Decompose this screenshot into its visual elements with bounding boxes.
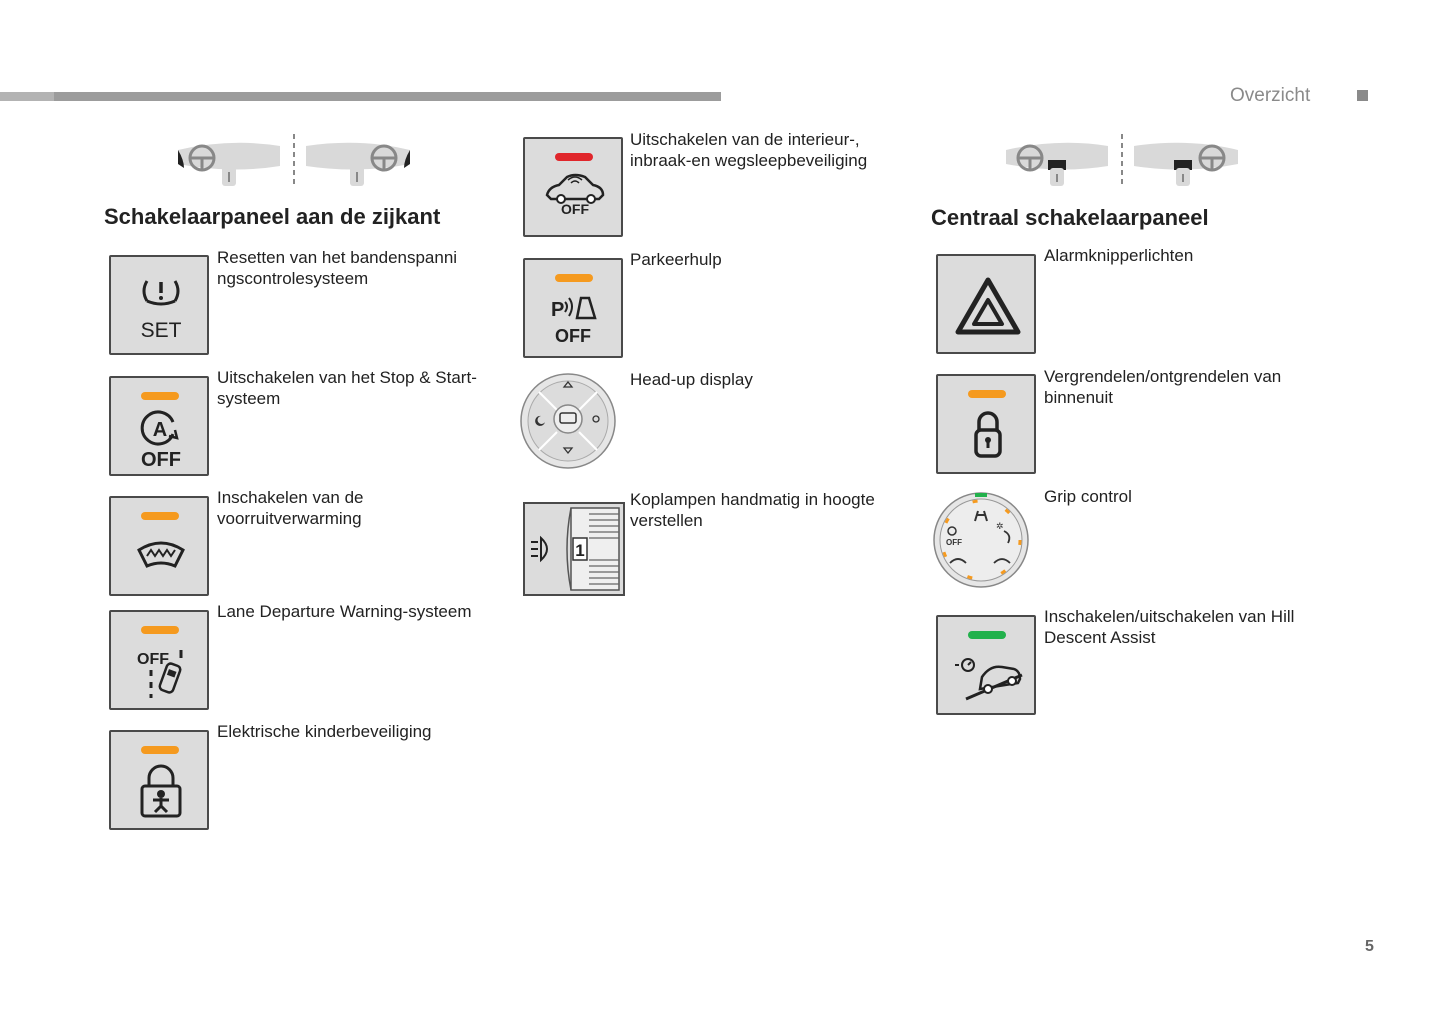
indicator-light xyxy=(555,274,593,282)
lane-departure-off-icon: OFF xyxy=(137,650,183,698)
indicator-light xyxy=(141,626,179,634)
central-lock-icon xyxy=(974,411,1002,458)
right-panel-title: Centraal schakelaarpaneel xyxy=(931,205,1209,230)
indicator-light xyxy=(141,512,179,520)
svg-text:✲: ✲ xyxy=(996,521,1004,531)
park-assist-button[interactable]: P OFF xyxy=(523,258,623,358)
indicator-light xyxy=(141,392,179,400)
alarm-off-label: Uitschakelen van de interieur-, inbraak-… xyxy=(630,130,868,170)
indicator-light xyxy=(141,746,179,754)
dashboard-location-right-icon xyxy=(1006,134,1238,188)
park-assist-off-icon: P OFF xyxy=(551,296,597,346)
hazard-warning-button[interactable] xyxy=(936,254,1036,354)
grip-control-label: Grip control xyxy=(1044,487,1132,506)
windscreen-heater-icon xyxy=(137,541,185,568)
child-lock-button[interactable] xyxy=(109,730,209,830)
park-assist-label: Parkeerhulp xyxy=(630,250,722,269)
svg-text:A: A xyxy=(153,419,167,441)
hazard-warning-label: Alarmknipperlichten xyxy=(1044,246,1194,265)
central-lock-button[interactable] xyxy=(936,374,1036,474)
windscreen-heater-button[interactable] xyxy=(109,496,209,596)
child-lock-icon xyxy=(140,764,182,818)
svg-text:SET: SET xyxy=(141,319,182,342)
headlamp-height-dial-icon[interactable]: 1 xyxy=(523,502,625,596)
page-section-title: Overzicht xyxy=(1230,85,1311,106)
svg-text:OFF: OFF xyxy=(946,538,962,547)
stop-start-button[interactable]: A OFF xyxy=(109,376,209,476)
left-panel-title: Schakelaarpaneel aan de zijkant xyxy=(104,204,441,229)
section-marker-icon xyxy=(1357,90,1368,101)
head-up-display-control-icon[interactable] xyxy=(519,372,617,470)
stop-start-label: Uitschakelen van het Stop & Start-systee… xyxy=(217,368,477,408)
svg-text:OFF: OFF xyxy=(561,201,589,217)
indicator-light xyxy=(968,631,1006,639)
tpms-reset-label: Resetten van het bandenspanni ngscontrol… xyxy=(217,248,458,288)
svg-text:1: 1 xyxy=(575,541,584,560)
svg-text:OFF: OFF xyxy=(137,651,169,668)
header-bar-accent xyxy=(0,92,54,101)
tpms-set-icon: SET xyxy=(141,280,182,342)
stop-start-off-icon: A OFF xyxy=(140,410,181,471)
head-up-display-label: Head-up display xyxy=(630,370,753,389)
hazard-warning-icon xyxy=(955,277,1021,335)
svg-text:OFF: OFF xyxy=(141,449,181,471)
indicator-light xyxy=(968,390,1006,398)
alarm-off-icon: OFF xyxy=(545,173,605,217)
alarm-off-button[interactable]: OFF xyxy=(523,137,623,237)
lane-departure-button[interactable]: OFF xyxy=(109,610,209,710)
dashboard-location-left-icon xyxy=(178,134,410,188)
child-lock-label: Elektrische kinderbeveiliging xyxy=(217,722,432,741)
indicator-light xyxy=(555,153,593,161)
central-lock-label: Vergrendelen/ontgrendelen van binnenuit xyxy=(1044,367,1282,407)
hill-descent-button[interactable] xyxy=(936,615,1036,715)
svg-text:P: P xyxy=(551,299,564,321)
page-number: 5 xyxy=(1365,938,1374,955)
tpms-reset-button[interactable]: SET xyxy=(109,255,209,355)
headlamp-height-label: Koplampen handmatig in hoogte verstellen xyxy=(630,490,875,530)
lane-departure-label: Lane Departure Warning-systeem xyxy=(217,602,472,621)
grip-control-dial-icon[interactable]: OFF ✲ xyxy=(932,491,1030,589)
hill-descent-label: Inschakelen/uitschakelen van Hill Descen… xyxy=(1044,607,1295,647)
hill-descent-icon xyxy=(955,658,1023,701)
windscreen-heater-label: Inschakelen van de voorruitverwarming xyxy=(217,488,364,528)
header-bar xyxy=(0,92,721,101)
svg-text:OFF: OFF xyxy=(555,326,591,346)
